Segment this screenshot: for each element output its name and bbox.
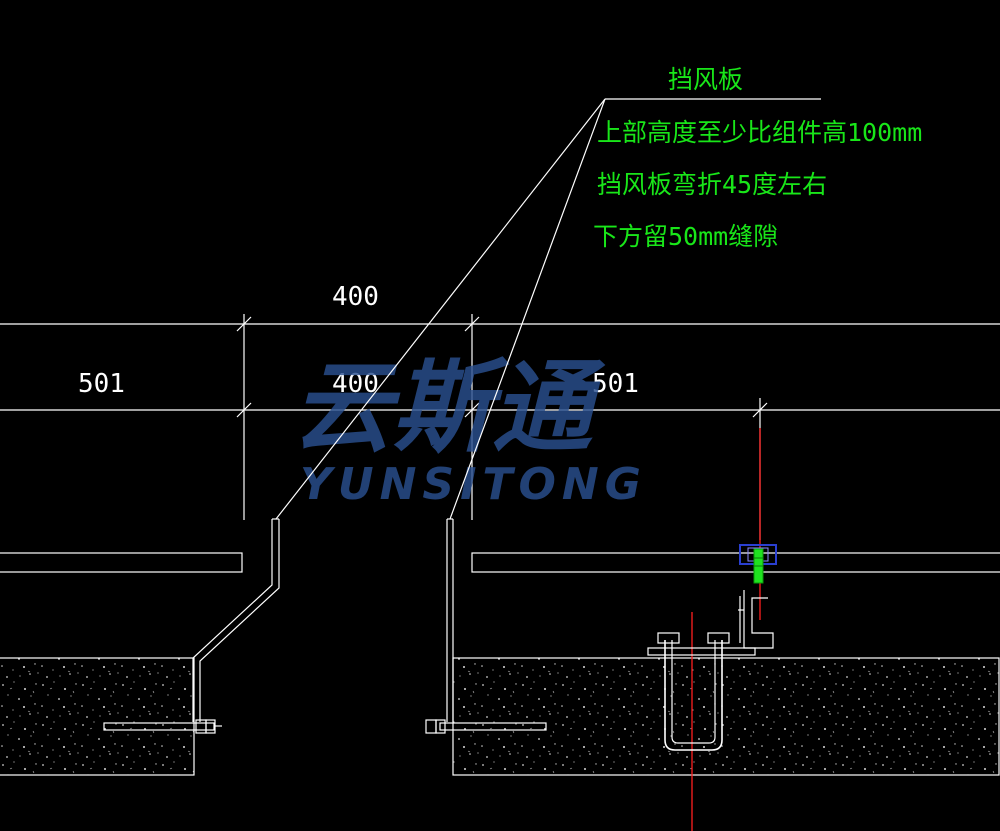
dimension-right: 501 xyxy=(592,369,639,399)
annotation-title: 挡风板 xyxy=(668,65,743,94)
watermark-english: YUNSITONG xyxy=(300,459,647,510)
dimension-left: 501 xyxy=(78,369,125,399)
wind-deflector-right xyxy=(425,518,547,734)
mounting-bracket xyxy=(738,544,777,649)
ballast-block-right xyxy=(452,657,1000,776)
dimension-middle: 400 xyxy=(332,369,379,399)
u-bolt xyxy=(647,632,756,751)
pv-module-right xyxy=(471,552,1000,573)
ballast-block-left xyxy=(0,657,195,776)
annotation-line-3: 下方留50mm缝隙 xyxy=(593,222,778,251)
annotation-line-2: 挡风板弯折45度左右 xyxy=(597,170,827,199)
pv-module-left xyxy=(0,552,243,573)
watermark-chinese: 云斯通 xyxy=(292,349,606,466)
annotation-line-1: 上部高度至少比组件高100mm xyxy=(597,118,922,147)
leader-lines xyxy=(275,98,821,520)
dimension-top: 400 xyxy=(332,282,379,312)
wind-deflector-left xyxy=(103,518,280,734)
